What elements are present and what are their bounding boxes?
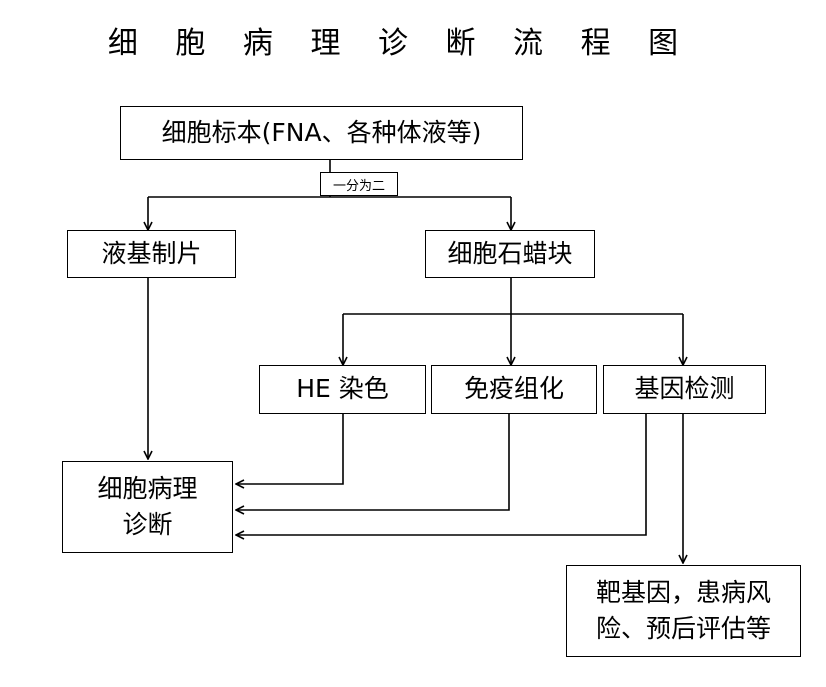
specimen-label: 细胞标本(FNA、各种体液等) xyxy=(161,117,482,147)
cell-block-box: 细胞石蜡块 xyxy=(425,230,595,278)
gene-test-label: 基因检测 xyxy=(634,374,735,404)
split-tag-label: 一分为二 xyxy=(332,178,385,194)
diagnosis-label-line2: 诊断 xyxy=(122,510,173,539)
cell-block-label: 细胞石蜡块 xyxy=(447,238,573,268)
he-stain-label: HE 染色 xyxy=(296,374,389,404)
outcome-label-line2: 险、预后评估等 xyxy=(595,614,771,643)
page-title: 细 胞 病 理 诊 断 流 程 图 xyxy=(107,26,693,61)
lbc-label: 液基制片 xyxy=(101,238,202,268)
specimen-box: 细胞标本(FNA、各种体液等) xyxy=(120,106,523,160)
gene-test-box: 基因检测 xyxy=(603,365,766,414)
arrow-gene-to-diagnosis xyxy=(236,414,647,535)
arrow-ihc-to-diagnosis xyxy=(236,414,510,510)
split-tag: 一分为二 xyxy=(320,172,398,196)
arrow-he-to-diagnosis xyxy=(236,414,344,484)
he-stain-box: HE 染色 xyxy=(259,365,426,414)
outcome-box: 靶基因，患病风 险、预后评估等 xyxy=(566,565,801,657)
ihc-label: 免疫组化 xyxy=(463,374,564,404)
diagnosis-box: 细胞病理 诊断 xyxy=(62,461,233,553)
diagnosis-label-line1: 细胞病理 xyxy=(97,473,198,503)
lbc-box: 液基制片 xyxy=(67,230,236,278)
outcome-label-line1: 靶基因，患病风 xyxy=(595,577,771,607)
ihc-box: 免疫组化 xyxy=(431,365,597,414)
